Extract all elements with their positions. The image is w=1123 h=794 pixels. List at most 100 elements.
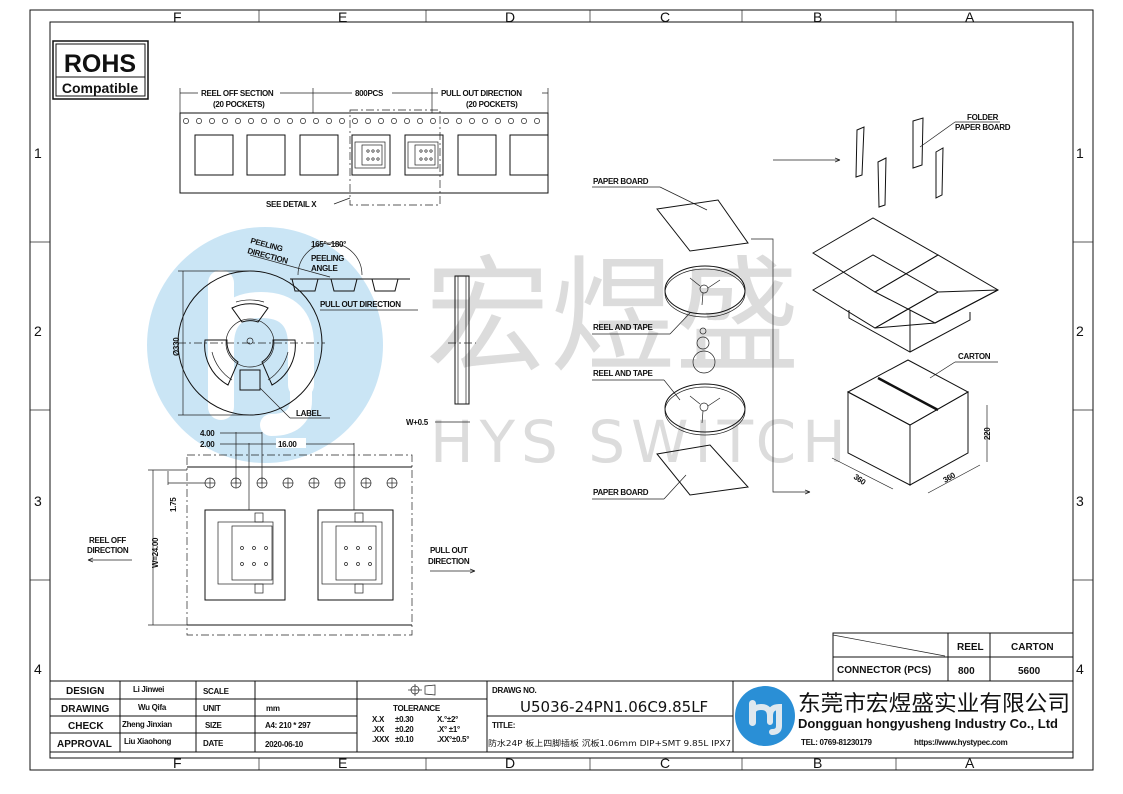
company-tel: TEL: 0769-81230179 bbox=[801, 738, 873, 747]
column-label: B bbox=[813, 9, 822, 25]
check-label: CHECK bbox=[68, 721, 104, 732]
tolerance-label: TOLERANCE bbox=[393, 704, 441, 713]
see-detail-label: SEE DETAIL X bbox=[266, 200, 317, 209]
unit-value: mm bbox=[266, 704, 280, 713]
date-value: 2020-06-10 bbox=[265, 740, 304, 749]
reel-off-pockets-label: (20 POCKETS) bbox=[213, 100, 265, 109]
sprocket-hole bbox=[386, 477, 398, 489]
date-label: DATE bbox=[203, 739, 224, 748]
sprocket-hole bbox=[534, 118, 540, 124]
dim-2: 2.00 bbox=[200, 440, 215, 449]
company-logo-icon bbox=[735, 686, 795, 746]
pcs-label: 800PCS bbox=[355, 89, 384, 98]
sprocket-hole bbox=[300, 118, 306, 124]
sprocket-hole bbox=[334, 477, 346, 489]
sprocket-hole bbox=[495, 118, 501, 124]
sprocket-hole bbox=[313, 118, 319, 124]
dim-w: W=24.00 bbox=[151, 537, 160, 568]
approval-label: APPROVAL bbox=[57, 739, 112, 750]
sprocket-hole bbox=[365, 118, 371, 124]
row-label: 3 bbox=[34, 493, 42, 509]
company-url: https://www.hystypec.com bbox=[914, 738, 1008, 747]
row-label: 3 bbox=[1076, 493, 1084, 509]
column-label: A bbox=[965, 755, 975, 771]
drawing-name: Wu Qifa bbox=[138, 703, 167, 712]
pull-out-label: PULL OUT DIRECTION bbox=[441, 89, 522, 98]
sprocket-hole bbox=[391, 118, 397, 124]
row-label: 2 bbox=[1076, 323, 1084, 339]
drawing-title: 防水24P 板上四脚插板 沉板1.06mm DIP+SMT 9.85L IPX7 bbox=[488, 738, 731, 748]
sprocket-hole bbox=[469, 118, 475, 124]
tolerance-cell: .XXX bbox=[372, 735, 390, 744]
watermark-chinese: 宏煜盛 bbox=[425, 245, 800, 390]
tolerance-cell: ±0.30 bbox=[395, 715, 414, 724]
sprocket-hole bbox=[456, 118, 462, 124]
sprocket-hole bbox=[352, 118, 358, 124]
pull-out-direction-label: DIRECTION bbox=[428, 557, 470, 566]
sprocket-hole bbox=[443, 118, 449, 124]
sprocket-hole bbox=[261, 118, 267, 124]
design-label: DESIGN bbox=[66, 686, 104, 697]
sprocket-hole bbox=[308, 477, 320, 489]
drawing-label: DRAWING bbox=[61, 704, 110, 715]
row-label: 1 bbox=[1076, 145, 1084, 161]
approval-name: Liu Xiaohong bbox=[124, 737, 171, 746]
rohs-title: ROHS bbox=[64, 50, 136, 78]
column-label: F bbox=[173, 755, 182, 771]
column-label: D bbox=[505, 755, 515, 771]
peeling-angle-value: 165°~180° bbox=[311, 240, 346, 249]
reel-and-tape-label: REEL AND TAPE bbox=[593, 323, 653, 332]
label-callout: LABEL bbox=[296, 409, 322, 418]
size-value: A4: 210 * 297 bbox=[265, 721, 311, 730]
qty-reel-value: 800 bbox=[958, 666, 975, 677]
scale-label: SCALE bbox=[203, 687, 230, 696]
tolerance-cell: X.°±2° bbox=[437, 715, 458, 724]
carton-width: 360 bbox=[852, 472, 868, 487]
company-name-en: Dongguan hongyusheng Industry Co., Ltd bbox=[798, 716, 1058, 731]
sprocket-hole bbox=[235, 118, 241, 124]
tolerance-cell: .X° ±1° bbox=[437, 725, 460, 734]
sprocket-hole bbox=[360, 477, 372, 489]
sprocket-hole bbox=[204, 477, 216, 489]
column-label: E bbox=[338, 755, 347, 771]
sprocket-hole bbox=[248, 118, 254, 124]
dim-16: 16.00 bbox=[278, 440, 297, 449]
carton-label: CARTON bbox=[958, 352, 991, 361]
sprocket-hole bbox=[282, 477, 294, 489]
drawing-number: U5036-24PN1.06C9.85LF bbox=[520, 698, 708, 716]
pull-out-direction-label: PULL OUT DIRECTION bbox=[320, 300, 401, 309]
sprocket-hole bbox=[404, 118, 410, 124]
reel-view: LABEL Ø330 PEELING DIRECTION 165°~180° P… bbox=[172, 236, 476, 427]
row-label: 2 bbox=[34, 323, 42, 339]
packing-diagram: PAPER BOARD REEL AND TAPE REEL AND TAPE … bbox=[592, 113, 1011, 500]
column-label: C bbox=[660, 9, 670, 25]
pull-out-direction-label: PULL OUT bbox=[430, 546, 468, 555]
peeling-angle-label: ANGLE bbox=[311, 264, 338, 273]
tolerance-cell: .XX bbox=[372, 725, 385, 734]
tolerance-cell: .XX°±0.5° bbox=[437, 735, 469, 744]
pull-out-pockets-label: (20 POCKETS) bbox=[466, 100, 518, 109]
sprocket-hole bbox=[339, 118, 345, 124]
sprocket-hole bbox=[209, 118, 215, 124]
reel-off-direction-label: REEL OFF bbox=[89, 536, 126, 545]
rohs-badge: ROHS Compatible bbox=[52, 40, 149, 100]
check-name: Zheng Jinxian bbox=[122, 720, 172, 729]
sprocket-hole bbox=[417, 118, 423, 124]
column-label: C bbox=[660, 755, 670, 771]
unit-label: UNIT bbox=[203, 704, 221, 713]
peeling-angle-label: PEELING bbox=[311, 254, 344, 263]
sprocket-hole bbox=[521, 118, 527, 124]
drawing-no-label: DRAWG NO. bbox=[492, 686, 536, 695]
dim-1-75: 1.75 bbox=[169, 497, 178, 512]
design-name: Li Jinwei bbox=[133, 685, 164, 694]
row-label: 4 bbox=[1076, 661, 1084, 677]
tolerance-cell: ±0.10 bbox=[395, 735, 414, 744]
sprocket-hole bbox=[378, 118, 384, 124]
title-block: DESIGN DRAWING CHECK APPROVAL Li Jinwei … bbox=[49, 680, 1074, 753]
qty-carton-value: 5600 bbox=[1018, 666, 1041, 677]
paper-board-label: PAPER BOARD bbox=[593, 488, 649, 497]
row-label: 1 bbox=[34, 145, 42, 161]
sprocket-hole bbox=[430, 118, 436, 124]
sprocket-hole bbox=[196, 118, 202, 124]
